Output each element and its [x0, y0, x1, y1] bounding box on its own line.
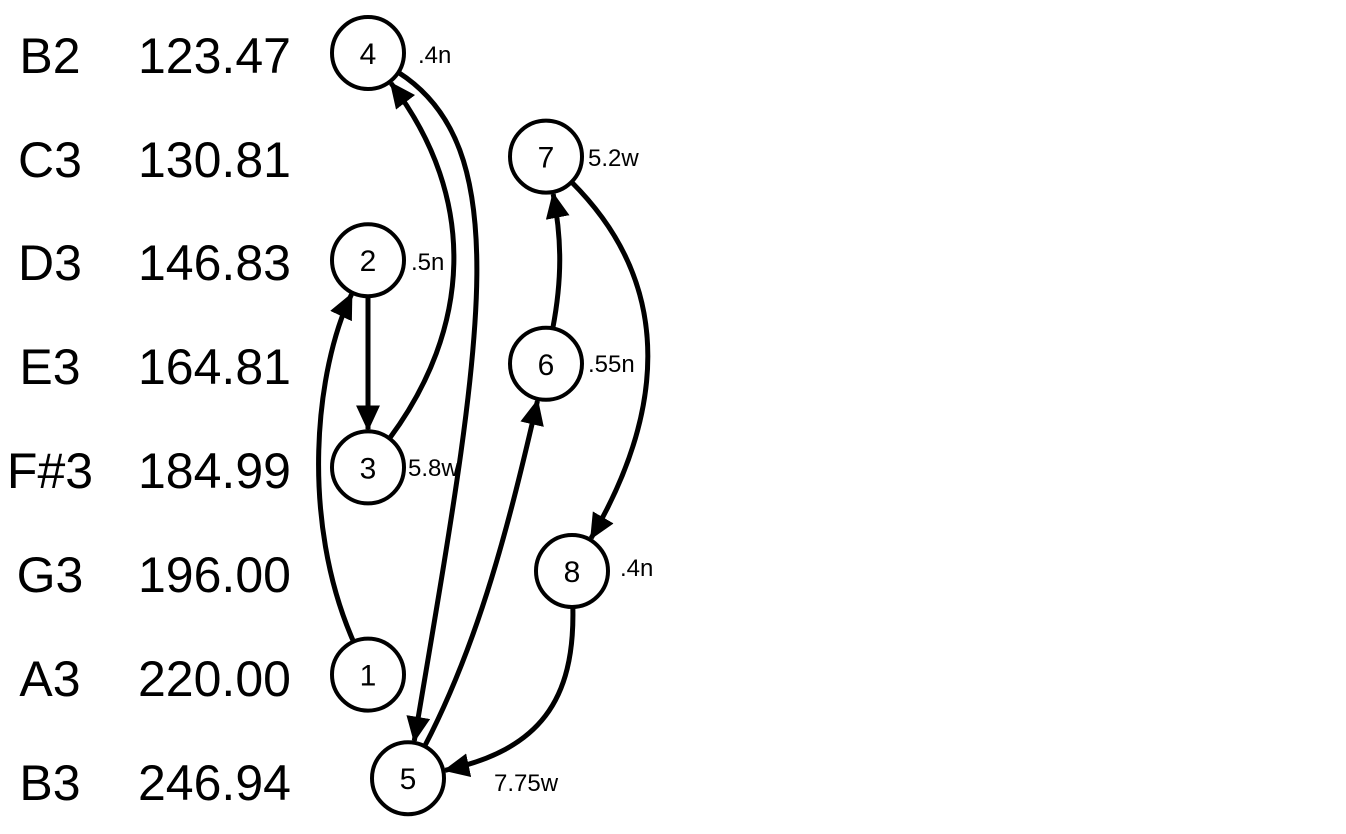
- node-5: 5 7.75w: [370, 740, 559, 817]
- node-circle: [508, 118, 584, 195]
- node-8: 8 .4n: [534, 533, 653, 609]
- node-2: 2 .5n: [330, 222, 444, 299]
- node-circle: [330, 15, 406, 91]
- frequency-e3: 164.81: [138, 339, 291, 395]
- node-duration-label: .55n: [588, 351, 635, 378]
- node-duration-label: .5n: [411, 249, 444, 276]
- node-number: 4: [360, 38, 377, 71]
- note-name-a3: A3: [19, 651, 81, 707]
- node-6: 6 .55n: [508, 325, 635, 402]
- node-3: 3 5.8w: [330, 429, 459, 506]
- node-circle: [330, 222, 406, 299]
- node-duration-label: 5.8w: [408, 455, 459, 482]
- note-name-d3: D3: [18, 235, 82, 291]
- edge-3-4: [387, 81, 457, 440]
- node-circle: [330, 429, 406, 506]
- node-1: 1: [330, 636, 406, 713]
- frequency-fsharp3: 184.99: [138, 443, 291, 499]
- node-duration-label: 7.75w: [494, 770, 559, 797]
- frequency-b3: 246.94: [138, 755, 291, 811]
- node-number: 7: [538, 142, 555, 175]
- node-number: 6: [538, 349, 555, 382]
- note-name-c3: C3: [18, 132, 82, 188]
- node-number: 3: [360, 452, 377, 485]
- node-duration-label: .4n: [418, 42, 451, 69]
- edge-5-6: [422, 398, 544, 748]
- node-circle: [534, 533, 610, 609]
- nodes-layer: 1 2 .5n 3 5.8w 4 .4n 5 7.75w 6 .55n 7 5.2w 8 .4n: [330, 15, 653, 817]
- note-name-b3: B3: [19, 755, 81, 811]
- node-circle: [330, 636, 406, 713]
- node-circle: [370, 740, 446, 817]
- frequency-a3: 220.00: [138, 651, 291, 707]
- frequency-d3: 146.83: [138, 235, 291, 291]
- edge-6-7: [545, 191, 570, 329]
- edge-1-2: [316, 292, 356, 643]
- node-7: 7 5.2w: [508, 118, 639, 195]
- edge-8-5: [443, 606, 576, 777]
- edges-layer: [316, 70, 651, 777]
- note-name-b2: B2: [19, 28, 81, 84]
- note-name-g3: G3: [16, 547, 84, 603]
- node-duration-label: .4n: [620, 555, 653, 582]
- frequency-c3: 130.81: [138, 132, 291, 188]
- node-duration-label: 5.2w: [588, 145, 639, 172]
- frequency-b2: 123.47: [138, 28, 291, 84]
- frequency-g3: 196.00: [138, 547, 291, 603]
- note-name-e3: E3: [19, 339, 81, 395]
- node-number: 2: [360, 245, 377, 278]
- node-number: 8: [564, 556, 581, 589]
- edge-4-5: [396, 70, 480, 743]
- note-name-fsharp3: F#3: [6, 443, 94, 499]
- node-number: 5: [400, 763, 417, 796]
- node-4: 4 .4n: [330, 15, 451, 91]
- edge-7-8: [569, 180, 651, 540]
- node-number: 1: [360, 660, 377, 693]
- node-circle: [508, 325, 584, 402]
